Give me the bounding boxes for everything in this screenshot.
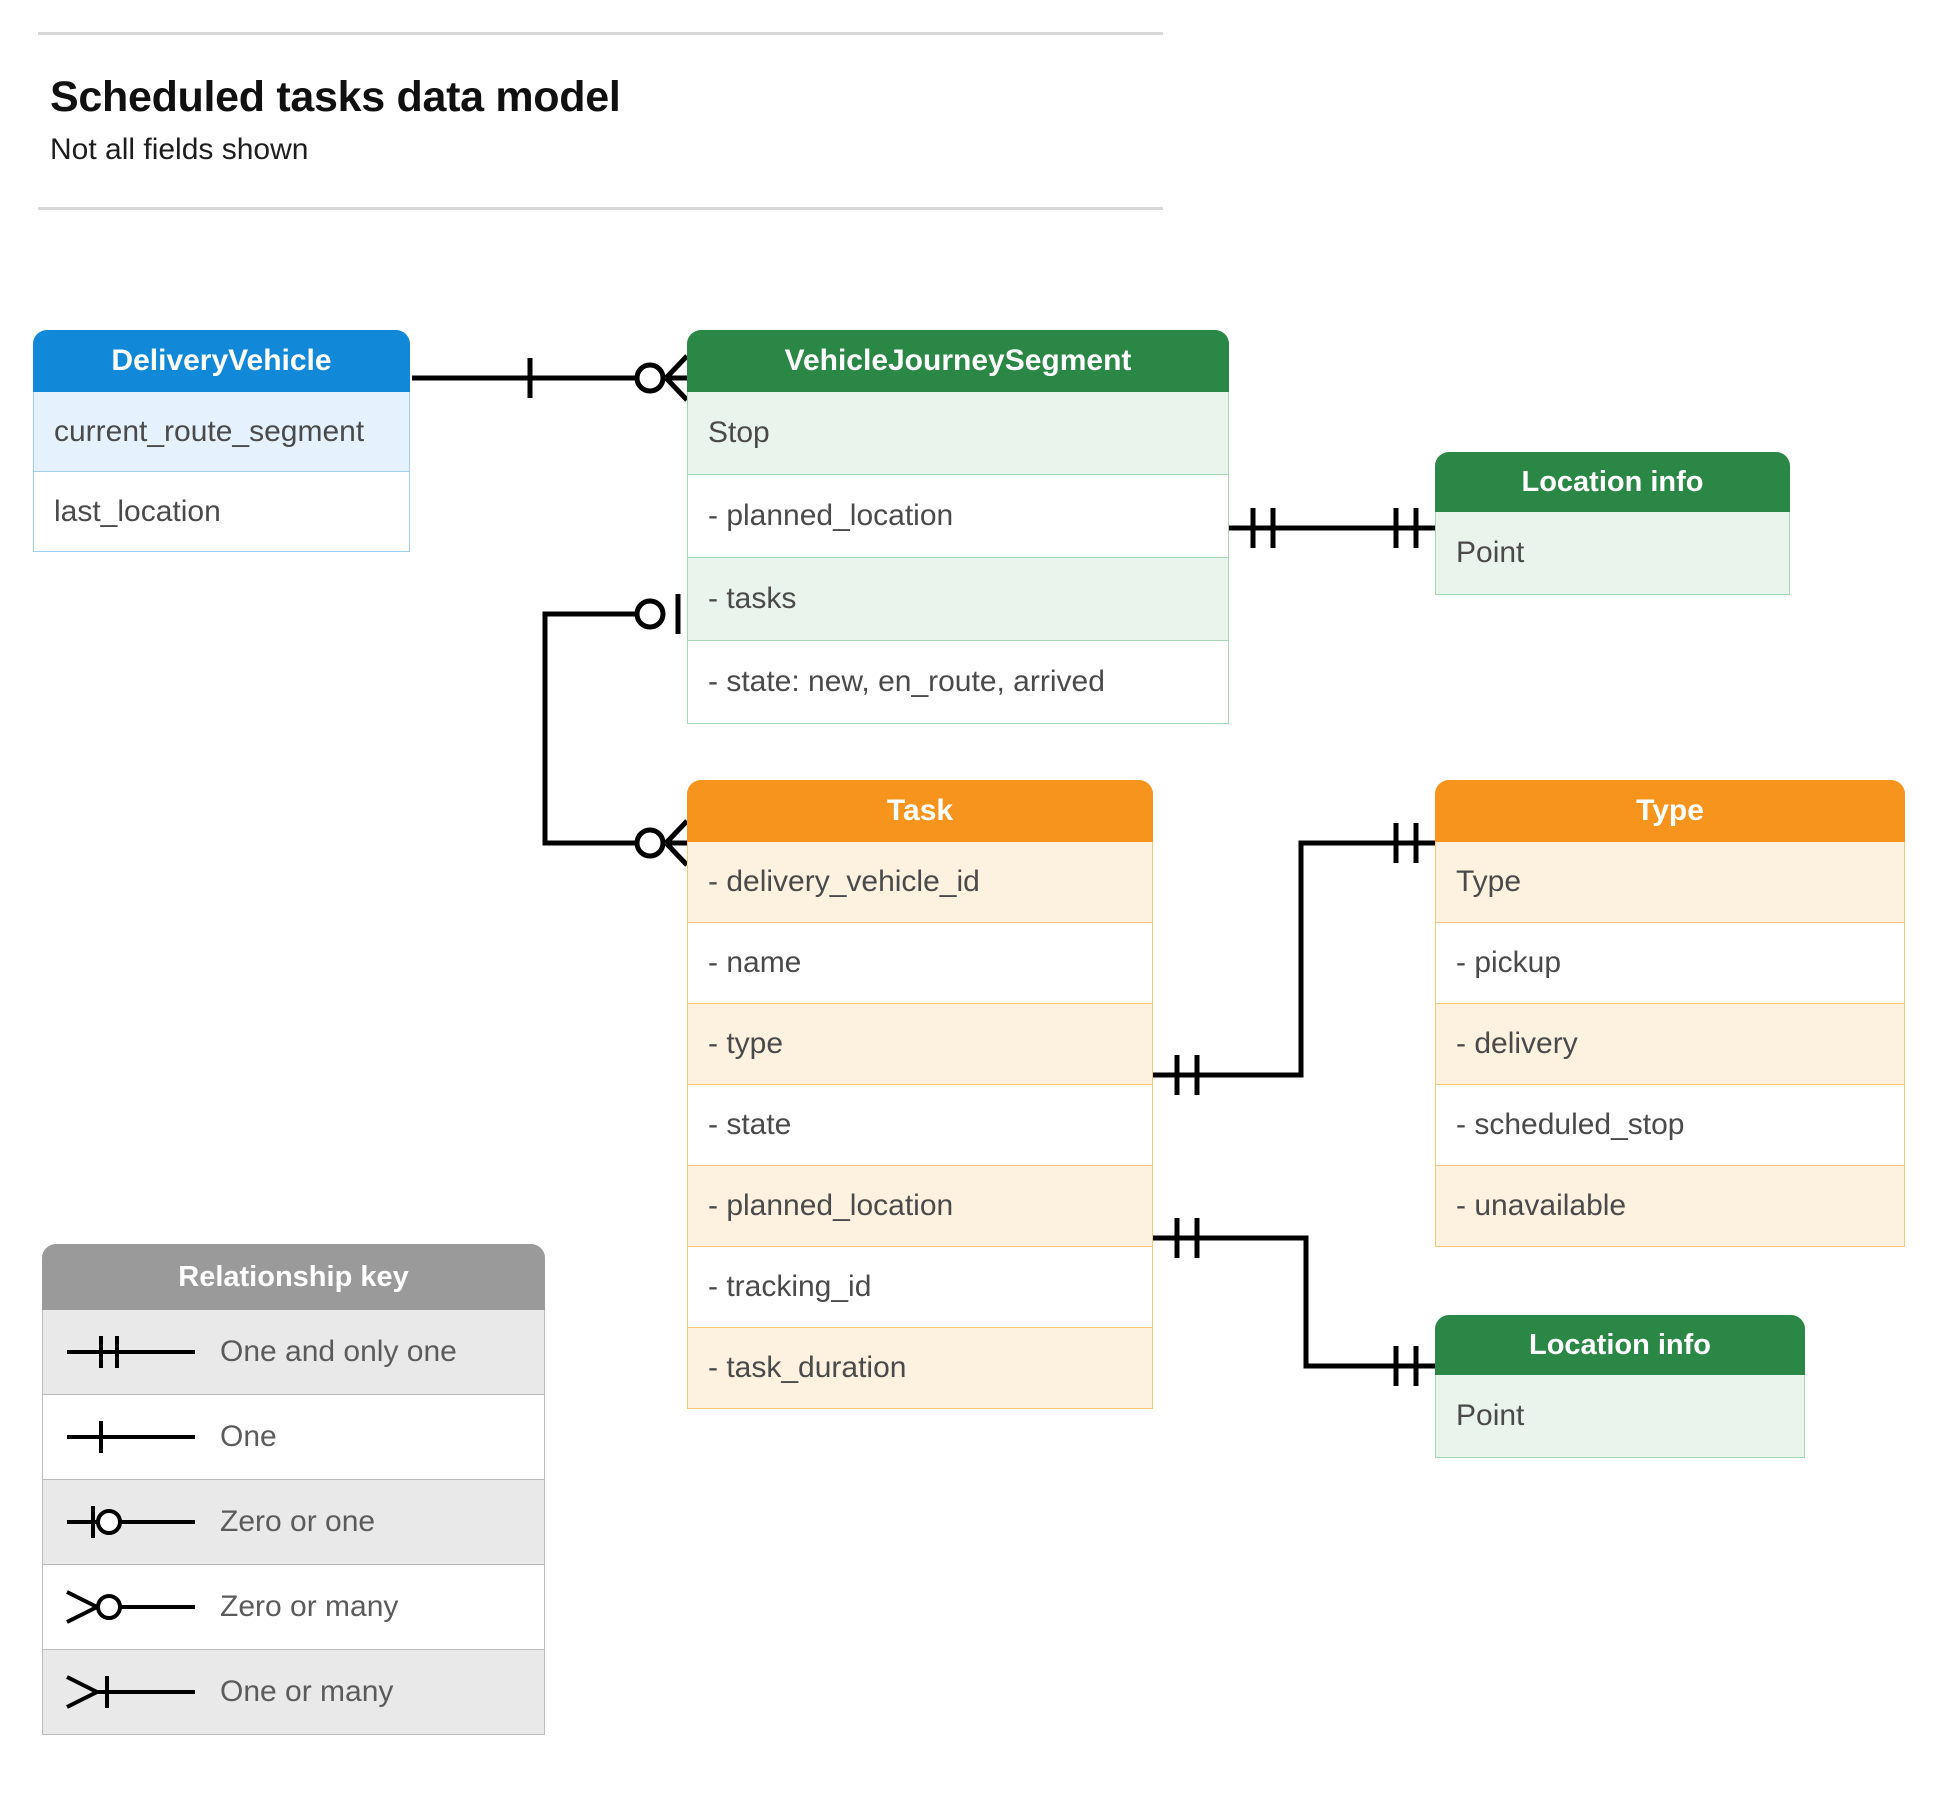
crowsfoot-task-upper	[664, 819, 689, 845]
entity-field-row: Point	[1435, 512, 1790, 595]
legend-item-label: One or many	[220, 1675, 394, 1708]
legend-item: Zero or many	[42, 1565, 545, 1650]
entity-title-type: Type	[1435, 780, 1905, 842]
entity-location-info-bottom[interactable]: Location info Point	[1435, 1315, 1805, 1458]
entity-field-row: Type	[1435, 842, 1905, 923]
field-label: Point	[1456, 1399, 1525, 1432]
entity-field-row: - pickup	[1435, 923, 1905, 1004]
entity-title-vehicle-journey-segment: VehicleJourneySegment	[687, 330, 1229, 392]
one-or-many-icon	[43, 1669, 218, 1715]
entity-field-row: - state	[687, 1085, 1153, 1166]
entity-field-row: current_route_segment	[33, 392, 410, 472]
legend-item-label: One and only one	[220, 1335, 457, 1368]
connector-tasks-task	[542, 611, 665, 846]
field-label: - tracking_id	[708, 1270, 872, 1303]
connector-task-type	[1153, 840, 1435, 1078]
entity-field-row: - planned_location	[687, 1166, 1153, 1247]
entity-location-info-top[interactable]: Location info Point	[1435, 452, 1790, 595]
entity-field-row: Point	[1435, 1375, 1805, 1458]
zero-or-many-icon	[43, 1584, 218, 1630]
entity-field-row: - state: new, en_route, arrived	[687, 641, 1229, 724]
field-label: - delivery_vehicle_id	[708, 865, 980, 898]
field-label: - unavailable	[1456, 1189, 1627, 1222]
entity-title-location-info-bottom: Location info	[1435, 1315, 1805, 1375]
cardinality-zero-circle-task	[634, 827, 666, 859]
legend-item: One and only one	[42, 1310, 545, 1395]
field-label: Stop	[708, 416, 770, 449]
legend-item-label: Zero or many	[220, 1590, 399, 1623]
header-divider-top	[38, 32, 1163, 35]
entity-task[interactable]: Task - delivery_vehicle_id - name - type…	[687, 780, 1153, 1409]
field-label: current_route_segment	[54, 414, 365, 448]
connector-task-locationinfo	[1153, 1235, 1435, 1369]
legend-item-label: One	[220, 1420, 277, 1453]
legend-item: One or many	[42, 1650, 545, 1735]
legend-title: Relationship key	[42, 1244, 545, 1310]
entity-delivery-vehicle[interactable]: DeliveryVehicle current_route_segment la…	[33, 330, 410, 552]
entity-field-row: - unavailable	[1435, 1166, 1905, 1247]
crowsfoot-lower	[664, 376, 689, 402]
field-label: - scheduled_stop	[1456, 1108, 1685, 1141]
entity-type[interactable]: Type Type - pickup - delivery - schedule…	[1435, 780, 1905, 1247]
field-label: Point	[1456, 536, 1525, 569]
crowsfoot-task-lower	[664, 841, 689, 867]
legend-item: One	[42, 1395, 545, 1480]
legend-item-label: Zero or one	[220, 1505, 376, 1538]
field-label: - planned_location	[708, 1189, 954, 1222]
zero-or-one-icon	[43, 1499, 218, 1545]
field-label: - state	[708, 1108, 792, 1141]
entity-field-row: - planned_location	[687, 475, 1229, 558]
entity-field-row: - delivery	[1435, 1004, 1905, 1085]
entity-field-row: - type	[687, 1004, 1153, 1085]
entity-title-task: Task	[687, 780, 1153, 842]
page-title: Scheduled tasks data model	[50, 73, 621, 121]
field-label: - name	[708, 946, 802, 979]
legend-relationship-key[interactable]: Relationship key One and only one One	[42, 1244, 545, 1735]
entity-field-row: - tracking_id	[687, 1247, 1153, 1328]
page-subtitle: Not all fields shown	[50, 133, 309, 166]
one-and-only-one-icon	[43, 1329, 218, 1375]
field-label: last_location	[54, 494, 221, 528]
entity-vehicle-journey-segment[interactable]: VehicleJourneySegment Stop - planned_loc…	[687, 330, 1229, 724]
header-divider-bottom	[38, 207, 1163, 210]
entity-field-row: - name	[687, 923, 1153, 1004]
entity-title-location-info-top: Location info	[1435, 452, 1790, 512]
entity-field-row: last_location	[33, 472, 410, 552]
crowsfoot-upper	[664, 354, 689, 380]
field-label: - delivery	[1456, 1027, 1578, 1060]
field-label: - tasks	[708, 582, 797, 615]
entity-field-row: - scheduled_stop	[1435, 1085, 1905, 1166]
cardinality-zero-circle-tasks	[634, 598, 666, 630]
field-label: - task_duration	[708, 1351, 907, 1384]
one-icon	[43, 1414, 218, 1460]
entity-field-row: - delivery_vehicle_id	[687, 842, 1153, 923]
entity-title-delivery-vehicle: DeliveryVehicle	[33, 330, 410, 392]
cardinality-zero-circle	[634, 362, 666, 394]
field-label: - type	[708, 1027, 784, 1060]
field-label: - planned_location	[708, 499, 954, 532]
entity-field-row: - tasks	[687, 558, 1229, 641]
legend-item: Zero or one	[42, 1480, 545, 1565]
entity-field-row: Stop	[687, 392, 1229, 475]
entity-field-row: - task_duration	[687, 1328, 1153, 1409]
field-label: Type	[1456, 865, 1522, 898]
field-label: - state: new, en_route, arrived	[708, 665, 1105, 698]
field-label: - pickup	[1456, 946, 1562, 979]
